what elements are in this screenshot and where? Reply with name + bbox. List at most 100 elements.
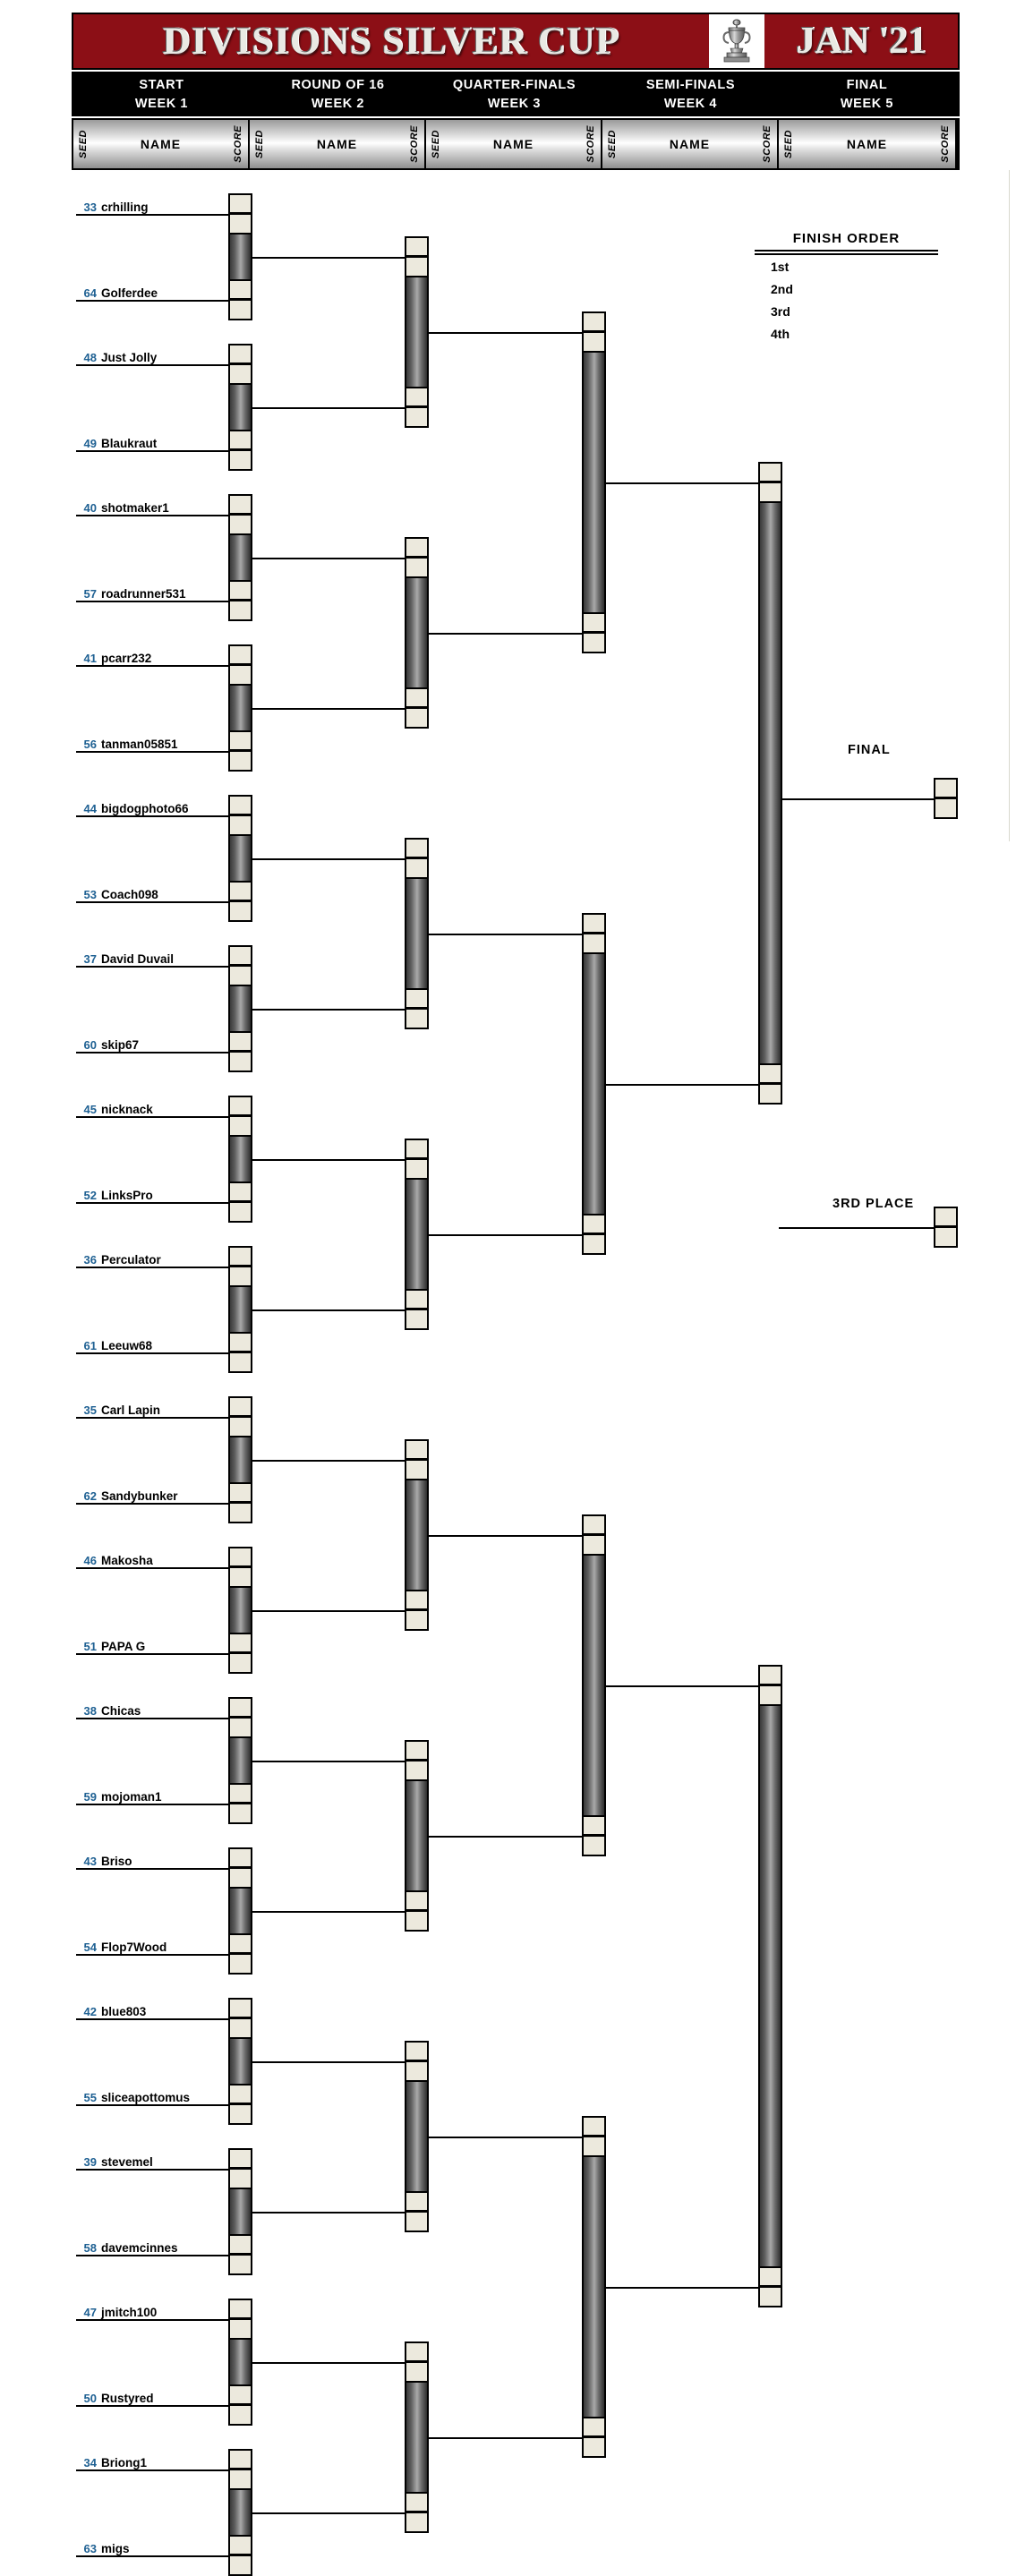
score-box-r1-1-d[interactable]	[228, 300, 252, 320]
score-box-r3-1-a[interactable]	[582, 311, 606, 332]
score-box-r3-2-d[interactable]	[582, 1234, 606, 1255]
score-box-r1-2-c[interactable]	[228, 430, 252, 450]
score-box-r1-14-b[interactable]	[228, 2169, 252, 2189]
score-box-r3-3-b[interactable]	[582, 1535, 606, 1556]
score-box-r1-11-b[interactable]	[228, 1718, 252, 1738]
score-box-r3-3-a[interactable]	[582, 1514, 606, 1535]
score-box-r1-11-c[interactable]	[228, 1783, 252, 1804]
score-box-r1-10-c[interactable]	[228, 1633, 252, 1653]
score-box-r2-8-b[interactable]	[405, 2362, 429, 2383]
score-box-r1-7-a[interactable]	[228, 1096, 252, 1116]
score-box-third-place-b[interactable]	[934, 1227, 958, 1248]
score-box-r4-2-b[interactable]	[758, 1685, 782, 1706]
score-box-r2-2-c[interactable]	[405, 687, 429, 708]
score-box-r2-4-a[interactable]	[405, 1139, 429, 1159]
score-box-r3-1-b[interactable]	[582, 332, 606, 353]
score-box-r1-5-a[interactable]	[228, 795, 252, 815]
score-box-r2-7-d[interactable]	[405, 2212, 429, 2232]
score-box-r1-16-d[interactable]	[228, 2555, 252, 2576]
score-box-r2-6-d[interactable]	[405, 1911, 429, 1932]
score-box-r3-2-c[interactable]	[582, 1214, 606, 1234]
score-box-r3-1-d[interactable]	[582, 633, 606, 653]
score-box-r1-12-d[interactable]	[228, 1954, 252, 1975]
score-box-r2-5-a[interactable]	[405, 1439, 429, 1460]
score-box-r1-8-d[interactable]	[228, 1352, 252, 1373]
score-box-r4-1-d[interactable]	[758, 1084, 782, 1105]
score-box-r2-6-b[interactable]	[405, 1761, 429, 1781]
score-box-r2-5-c[interactable]	[405, 1590, 429, 1610]
score-box-r1-9-a[interactable]	[228, 1396, 252, 1417]
score-box-r3-3-d[interactable]	[582, 1836, 606, 1856]
score-box-r3-4-d[interactable]	[582, 2437, 606, 2458]
score-box-r2-1-c[interactable]	[405, 387, 429, 407]
score-box-r3-1-c[interactable]	[582, 612, 606, 633]
score-box-r4-1-a[interactable]	[758, 462, 782, 482]
score-box-r1-4-b[interactable]	[228, 665, 252, 686]
score-box-r2-1-d[interactable]	[405, 407, 429, 428]
score-box-r3-3-c[interactable]	[582, 1815, 606, 1836]
score-box-r4-2-a[interactable]	[758, 1665, 782, 1685]
score-box-r1-7-b[interactable]	[228, 1116, 252, 1137]
score-box-r2-8-c[interactable]	[405, 2492, 429, 2512]
score-box-r2-2-a[interactable]	[405, 537, 429, 558]
score-box-r2-4-c[interactable]	[405, 1289, 429, 1309]
score-box-r1-11-a[interactable]	[228, 1697, 252, 1718]
score-box-r2-3-a[interactable]	[405, 838, 429, 858]
score-box-r2-3-d[interactable]	[405, 1009, 429, 1029]
score-box-r1-15-d[interactable]	[228, 2405, 252, 2426]
score-box-r2-4-d[interactable]	[405, 1309, 429, 1330]
score-box-r4-2-c[interactable]	[758, 2266, 782, 2287]
score-box-r1-14-a[interactable]	[228, 2148, 252, 2169]
score-box-r1-13-d[interactable]	[228, 2104, 252, 2125]
score-box-r1-2-a[interactable]	[228, 344, 252, 364]
score-box-final-b[interactable]	[934, 798, 958, 819]
score-box-r1-3-c[interactable]	[228, 580, 252, 601]
score-box-r1-6-d[interactable]	[228, 1052, 252, 1072]
score-box-r4-2-d[interactable]	[758, 2287, 782, 2307]
score-box-r2-8-d[interactable]	[405, 2512, 429, 2533]
score-box-r3-2-b[interactable]	[582, 934, 606, 954]
score-box-r4-1-c[interactable]	[758, 1063, 782, 1084]
score-box-r2-8-a[interactable]	[405, 2341, 429, 2362]
score-box-r1-16-a[interactable]	[228, 2449, 252, 2469]
score-box-r1-15-c[interactable]	[228, 2384, 252, 2405]
score-box-r1-14-d[interactable]	[228, 2255, 252, 2275]
score-box-r1-11-d[interactable]	[228, 1804, 252, 1824]
score-box-r1-5-c[interactable]	[228, 881, 252, 901]
score-box-r2-1-a[interactable]	[405, 236, 429, 257]
score-box-r3-2-a[interactable]	[582, 913, 606, 934]
score-box-r2-5-d[interactable]	[405, 1610, 429, 1631]
score-box-r1-8-c[interactable]	[228, 1332, 252, 1352]
score-box-r3-4-a[interactable]	[582, 2116, 606, 2137]
score-box-r1-5-d[interactable]	[228, 901, 252, 922]
score-box-r1-3-a[interactable]	[228, 494, 252, 515]
score-box-r2-3-b[interactable]	[405, 858, 429, 879]
score-box-r1-13-c[interactable]	[228, 2084, 252, 2104]
score-box-r3-4-b[interactable]	[582, 2137, 606, 2157]
score-box-r2-2-d[interactable]	[405, 708, 429, 729]
score-box-r1-6-a[interactable]	[228, 945, 252, 966]
score-box-r1-10-b[interactable]	[228, 1567, 252, 1588]
score-box-r1-6-c[interactable]	[228, 1031, 252, 1052]
